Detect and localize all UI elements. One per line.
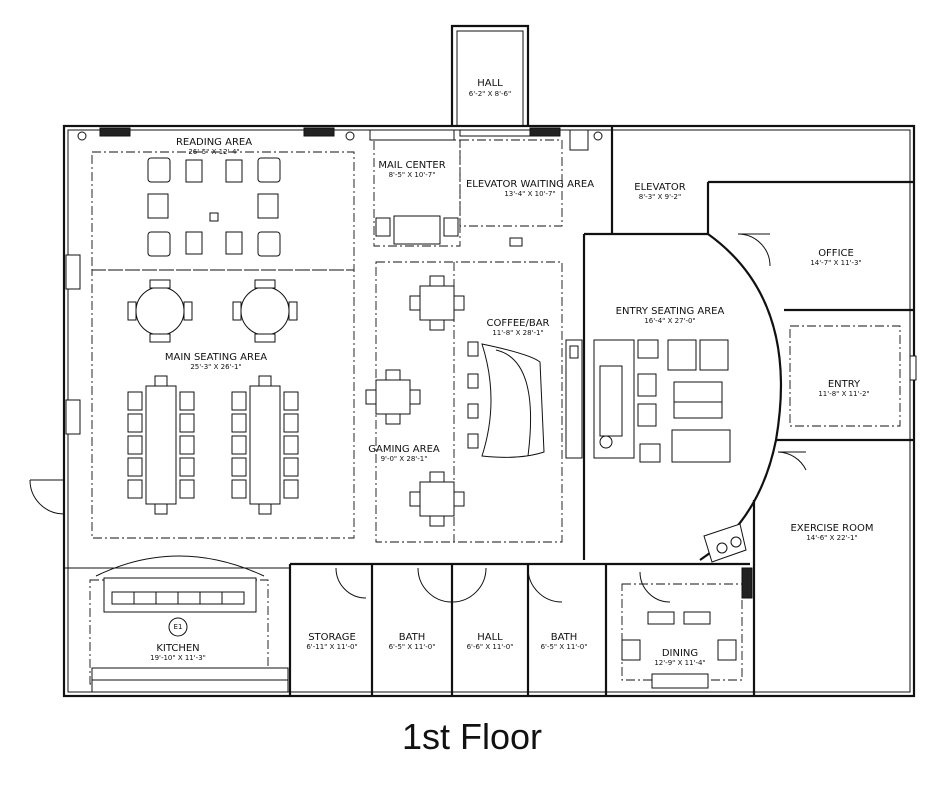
elevator-name: ELEVATOR xyxy=(634,182,685,193)
bath-left-dims: 6'-5" X 11'-0" xyxy=(389,643,436,651)
entry-name: ENTRY xyxy=(828,379,861,390)
kitchen-dims: 19'-10" X 11'-3" xyxy=(150,654,206,662)
exercise-equipment xyxy=(703,523,753,599)
hall-top-dims: 6'-2" X 8'-6" xyxy=(469,90,511,98)
dining-dims: 12'-9" X 11'-4" xyxy=(654,659,705,667)
bath-right-dims: 6'-5" X 11'-0" xyxy=(541,643,588,651)
hall-bottom-dims: 6'-6" X 11'-0" xyxy=(467,643,514,651)
gaming-area-furniture xyxy=(365,275,465,527)
reading-dims: 26'-5" X 12'-4" xyxy=(188,148,239,156)
elevator-waiting-dims: 13'-4" X 10'-7" xyxy=(504,190,555,198)
hall-bottom-name: HALL xyxy=(477,632,503,643)
wall-fixtures xyxy=(77,127,603,151)
floor-plan-drawing: HALL 6'-2" X 8'-6" READING AREA 26'-5" X… xyxy=(29,24,917,698)
dining-name: DINING xyxy=(662,648,698,659)
gaming-dims: 9'-0" X 28'-1" xyxy=(381,455,428,463)
bath-right-name: BATH xyxy=(551,632,578,643)
mail-dims: 8'-5" X 10'-7" xyxy=(389,171,436,179)
main-seating-furniture xyxy=(127,279,299,515)
storage-name: STORAGE xyxy=(308,632,356,643)
elevation-tag: E1 xyxy=(174,623,183,631)
entry-seating-furniture xyxy=(593,339,731,463)
elevator-dims: 8'-3" X 9'-2" xyxy=(639,193,681,201)
office-name: OFFICE xyxy=(818,248,854,259)
reading-area-furniture xyxy=(147,157,281,257)
room-labels: HALL 6'-2" X 8'-6" READING AREA 26'-5" X… xyxy=(150,78,873,667)
coffee-bar-name: COFFEE/BAR xyxy=(486,318,549,329)
dining-furniture xyxy=(621,611,737,689)
exercise-name: EXERCISE ROOM xyxy=(790,523,873,534)
mail-name: MAIL CENTER xyxy=(378,160,445,171)
reading-name: READING AREA xyxy=(176,137,252,148)
kitchen-name: KITCHEN xyxy=(156,643,199,654)
bath-left-name: BATH xyxy=(399,632,426,643)
main-seating-dims: 25'-3" X 26'-1" xyxy=(190,363,241,371)
kitchen-furniture xyxy=(91,555,289,693)
coffee-bar-dims: 11'-8" X 28'-1" xyxy=(492,329,543,337)
gaming-name: GAMING AREA xyxy=(368,444,440,455)
elevator-waiting-name: ELEVATOR WAITING AREA xyxy=(466,179,594,190)
hall-top-name: HALL xyxy=(477,78,503,89)
storage-dims: 6'-11" X 11'-0" xyxy=(306,643,357,651)
entry-dims: 11'-8" X 11'-2" xyxy=(818,390,869,398)
entry-seating-dims: 16'-4" X 27'-0" xyxy=(644,317,695,325)
office-dims: 14'-7" X 11'-3" xyxy=(810,259,861,267)
floor-title: 1st Floor xyxy=(401,716,543,757)
main-seating-name: MAIN SEATING AREA xyxy=(165,352,267,363)
coffee-bar-counter xyxy=(467,339,583,459)
exercise-dims: 14'-6" X 22'-1" xyxy=(806,534,857,542)
mail-center-furniture xyxy=(375,215,523,247)
door-swings xyxy=(335,233,807,603)
entry-seating-name: ENTRY SEATING AREA xyxy=(616,306,725,317)
